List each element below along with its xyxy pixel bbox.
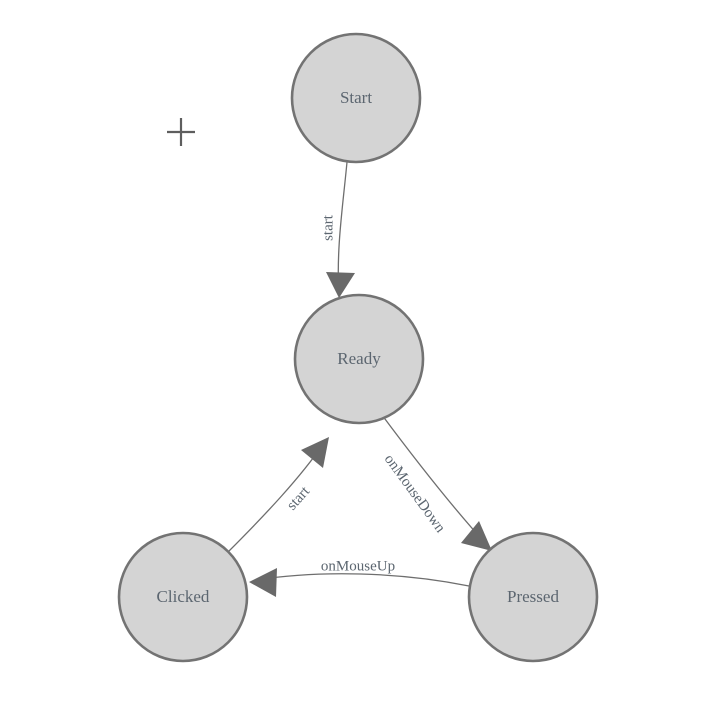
edge-label-pressed-to-clicked: onMouseUp — [321, 558, 395, 574]
node-start[interactable]: Start — [290, 32, 422, 164]
node-shape — [290, 32, 422, 164]
node-shape — [467, 531, 599, 663]
edge-start-to-ready[interactable]: start — [320, 161, 355, 298]
edge-ready-to-pressed[interactable]: onMouseDown — [381, 414, 492, 551]
edge-label-ready-to-pressed: onMouseDown — [381, 452, 449, 537]
node-label-clicked: Clicked — [157, 587, 210, 606]
nodes-layer: Start Ready Clicked Pressed — [117, 32, 599, 663]
node-label-ready: Ready — [337, 349, 381, 368]
edge-label-start-to-ready: start — [320, 214, 336, 241]
crosshair-marker[interactable] — [167, 118, 195, 146]
arrowhead-icon — [461, 521, 492, 551]
arrowhead-icon — [326, 272, 355, 298]
edge-line — [255, 573, 470, 587]
node-shape — [117, 531, 249, 663]
node-ready[interactable]: Ready — [293, 293, 425, 425]
node-label-start: Start — [340, 88, 372, 107]
node-pressed[interactable]: Pressed — [467, 531, 599, 663]
node-clicked[interactable]: Clicked — [117, 531, 249, 663]
node-label-pressed: Pressed — [507, 587, 559, 606]
edge-pressed-to-clicked[interactable]: onMouseUp — [249, 558, 470, 597]
edge-clicked-to-ready[interactable]: start — [227, 437, 329, 553]
node-shape — [293, 293, 425, 425]
arrowhead-icon — [301, 437, 329, 468]
arrowhead-icon — [249, 568, 277, 597]
